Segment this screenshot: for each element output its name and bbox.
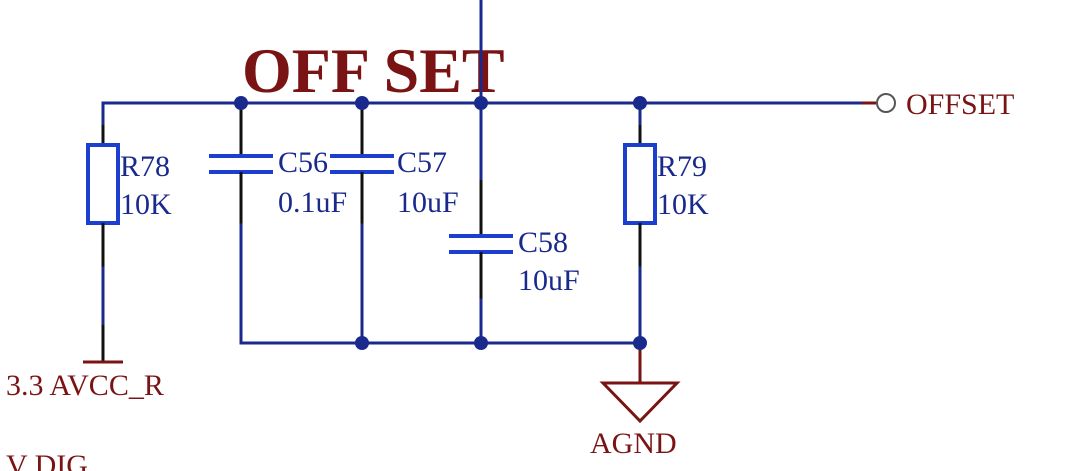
r79-value: 10K	[657, 188, 709, 221]
offset-port[interactable]	[862, 93, 896, 113]
junction-dot	[633, 96, 647, 110]
power-net-label: 3.3 AVCC_R	[6, 369, 164, 402]
capacitor-c56[interactable]	[209, 103, 273, 345]
junction-dot	[474, 336, 488, 350]
ground-net-label: AGND	[590, 427, 677, 460]
junction-dot	[355, 336, 369, 350]
junction-dot	[633, 336, 647, 350]
resistor-r79[interactable]	[623, 101, 657, 345]
capacitor-c58[interactable]	[449, 101, 513, 345]
resistor-r78[interactable]	[86, 101, 120, 362]
c56-value: 0.1uF	[278, 186, 347, 219]
junction-dot	[474, 96, 488, 110]
partial-net-label: V DIG	[6, 449, 88, 471]
r78-ref: R78	[120, 150, 170, 183]
c56-ref: C56	[278, 146, 328, 179]
c57-value: 10uF	[397, 186, 459, 219]
c58-ref: C58	[518, 226, 568, 259]
r79-ref: R79	[657, 150, 707, 183]
capacitor-c57[interactable]	[330, 103, 394, 345]
r78-value: 10K	[120, 188, 172, 221]
c57-ref: C57	[397, 146, 447, 179]
junction-dot	[355, 96, 369, 110]
offset-port-label: OFFSET	[906, 88, 1014, 121]
title-label: OFF SET	[242, 35, 505, 106]
ground-symbol	[599, 343, 681, 424]
junction-dot	[234, 96, 248, 110]
c58-value: 10uF	[518, 264, 580, 297]
